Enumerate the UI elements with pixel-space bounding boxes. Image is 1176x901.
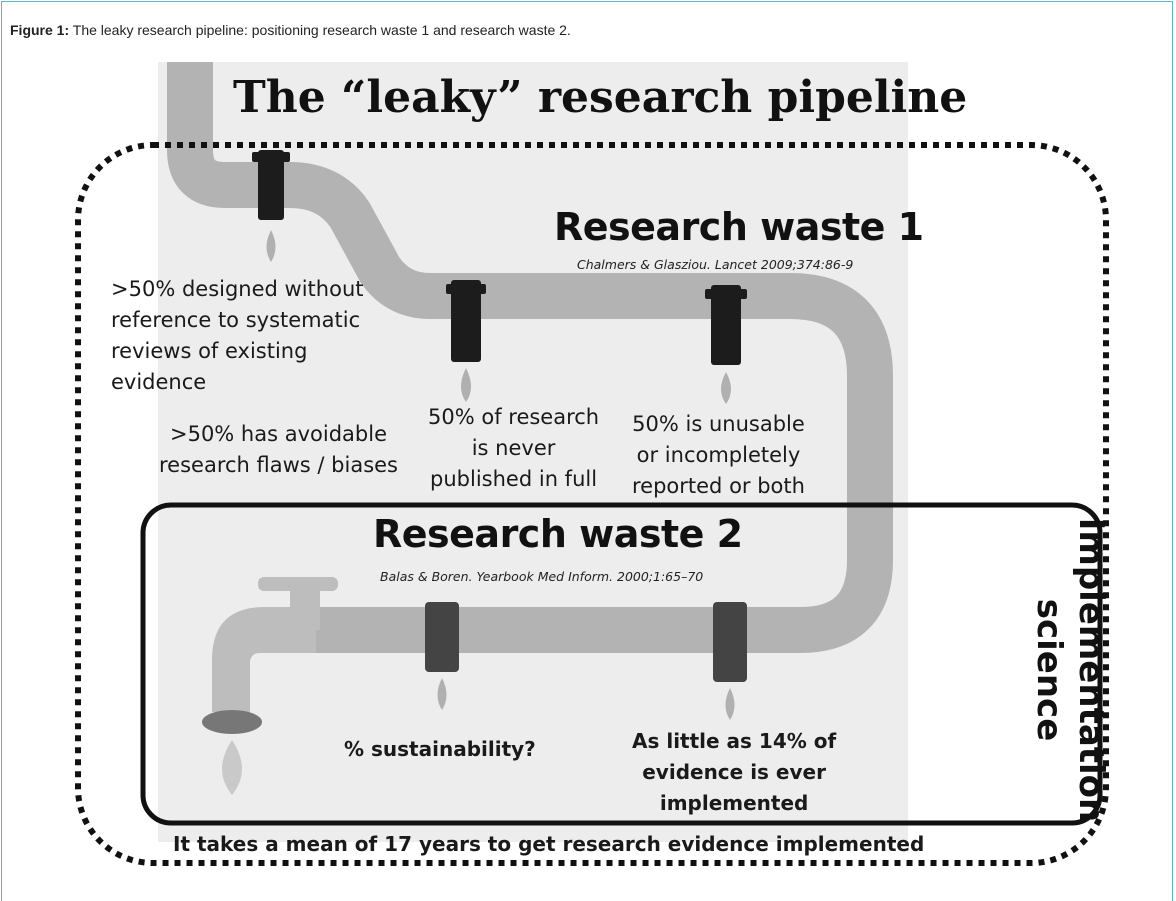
research-waste-2-title: Research waste 2 <box>373 512 743 556</box>
faucet-icon <box>202 577 338 795</box>
implementation-science-label: Implementation science <box>1029 517 1111 823</box>
leak-clamp-3 <box>705 285 747 404</box>
note-implemented: As little as 14% of evidence is ever imp… <box>632 729 837 815</box>
caption-label: Figure 1: <box>10 22 70 38</box>
note-designed-without-reviews: >50% designed without reference to syste… <box>111 277 364 394</box>
figure-caption: Figure 1: The leaky research pipeline: p… <box>10 22 571 38</box>
research-waste-1-title: Research waste 1 <box>554 205 924 249</box>
note-sustainability: % sustainability? <box>344 737 536 761</box>
research-waste-2-boundary <box>140 502 1103 826</box>
leak-clamp-1 <box>252 150 290 262</box>
research-waste-1-reference: Chalmers & Glasziou. Lancet 2009;374:86-… <box>577 257 854 272</box>
note-avoidable-flaws: >50% has avoidable research flaws / bias… <box>159 422 398 477</box>
footer-note: It takes a mean of 17 years to get resea… <box>173 832 925 856</box>
pipeline-pipe <box>167 62 893 653</box>
caption-text: The leaky research pipeline: positioning… <box>72 22 571 38</box>
research-waste-2-reference: Balas & Boren. Yearbook Med Inform. 2000… <box>380 569 704 584</box>
leak-clamp-5 <box>713 602 747 720</box>
note-unusable: 50% is unusable or incompletely reported… <box>632 412 805 498</box>
diagram-title: The “leaky” research pipeline <box>233 72 968 123</box>
leak-clamp-4 <box>425 602 459 710</box>
note-unpublished: 50% of research is never published in fu… <box>428 405 600 491</box>
leak-clamp-2 <box>446 280 486 402</box>
